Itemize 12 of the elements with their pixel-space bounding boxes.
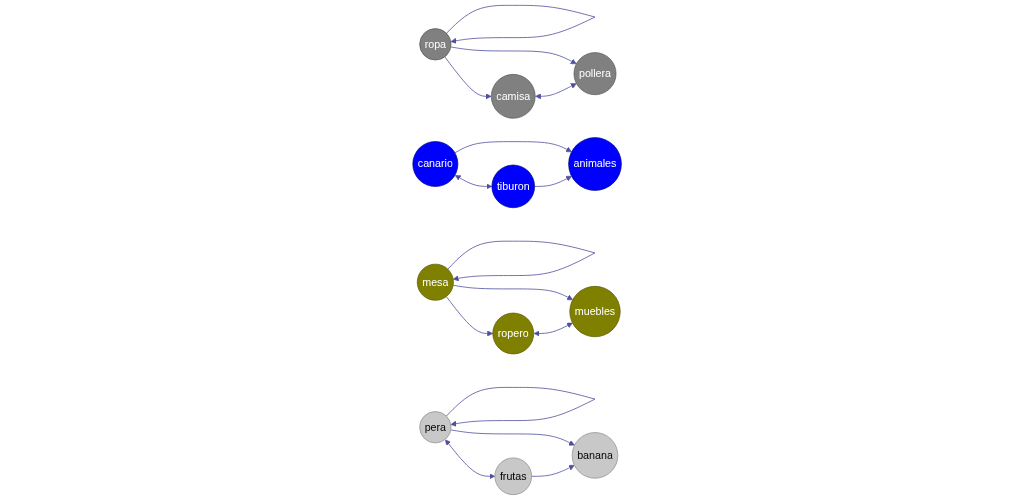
node-circle: canario [412, 141, 459, 187]
node-circle: pollera [574, 52, 617, 96]
node-circle: frutas [494, 457, 533, 495]
node-circle: banana [572, 432, 619, 479]
node-circle: mesa [417, 263, 455, 301]
node-circle: tiburon [491, 164, 536, 209]
node-circle: pera [419, 411, 452, 444]
node-circle: animales [568, 137, 623, 191]
node-circle: muebles [569, 286, 621, 338]
node-circle: ropa [419, 28, 452, 61]
node-circle: ropero [492, 312, 535, 355]
node-circle: camisa [491, 74, 536, 119]
